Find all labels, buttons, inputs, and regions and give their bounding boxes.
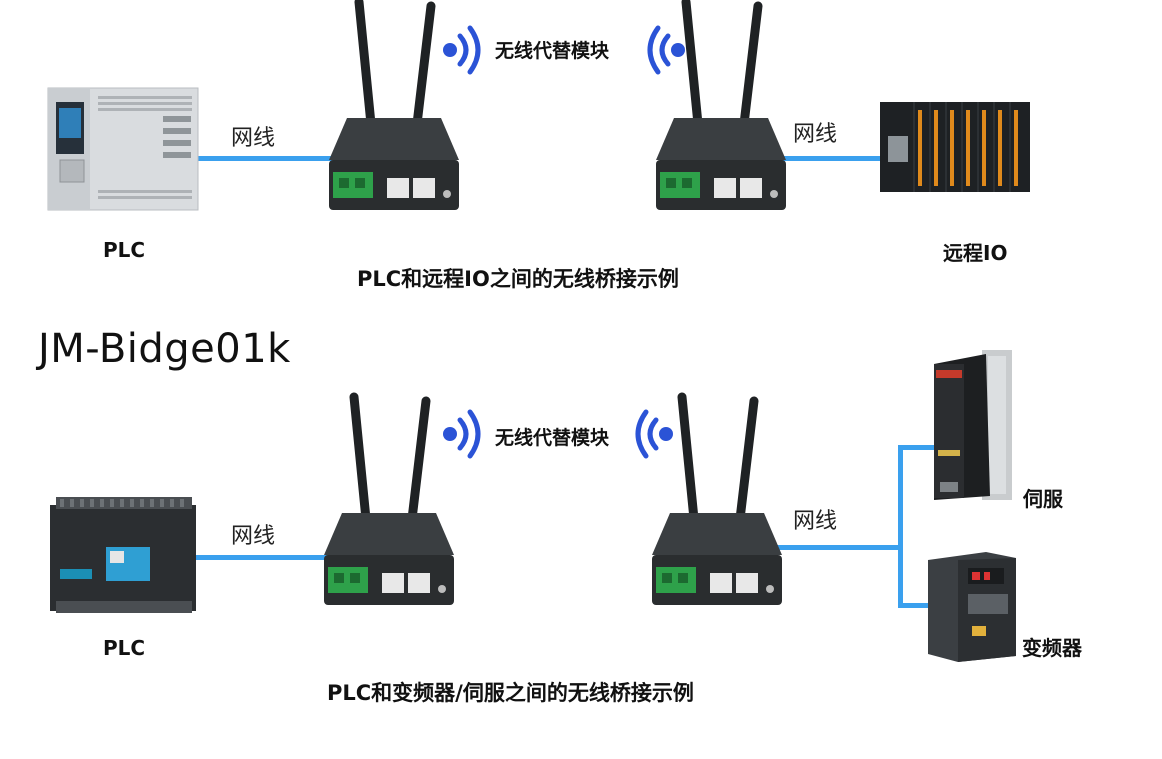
wireless-label: 无线代替模块	[495, 427, 610, 449]
servo-drive-icon	[934, 350, 1012, 500]
wireless-label: 无线代替模块	[495, 40, 610, 62]
cable-label-left: 网线	[231, 524, 276, 549]
ethernet-cable-right	[780, 156, 885, 161]
ethernet-cable-inverter	[898, 603, 934, 608]
wifi-signal-icon	[443, 409, 481, 459]
cable-label-left: 网线	[231, 126, 276, 151]
plc-compact-icon	[50, 497, 196, 613]
router-icon	[324, 392, 454, 605]
ethernet-cable-left	[195, 555, 330, 560]
device-label-inverter: 变频器	[1022, 636, 1082, 660]
ethernet-cable-servo	[898, 445, 934, 450]
scene-caption: PLC和远程IO之间的无线桥接示例	[357, 267, 679, 291]
remote-io-icon	[880, 102, 1030, 192]
plc-s7-icon	[47, 87, 199, 211]
device-label-servo: 伺服	[1023, 487, 1063, 511]
router-icon	[656, 0, 786, 210]
product-title: JM-Bidge01k	[38, 326, 291, 372]
scene-caption: PLC和变频器/伺服之间的无线桥接示例	[327, 681, 694, 705]
cable-label-right: 网线	[793, 122, 838, 147]
inverter-icon	[928, 552, 1016, 662]
ethernet-cable-branch	[898, 445, 903, 607]
wifi-signal-icon	[647, 25, 685, 75]
cable-label-right: 网线	[793, 509, 838, 534]
ethernet-cable-left	[195, 156, 335, 161]
wifi-signal-icon	[635, 409, 673, 459]
device-label-plc: PLC	[103, 238, 146, 262]
router-icon	[329, 0, 459, 210]
device-label-plc: PLC	[103, 636, 146, 660]
ethernet-cable-right	[775, 545, 902, 550]
wifi-signal-icon	[443, 25, 481, 75]
router-icon	[652, 392, 782, 605]
device-label-remote-io: 远程IO	[943, 241, 1008, 265]
